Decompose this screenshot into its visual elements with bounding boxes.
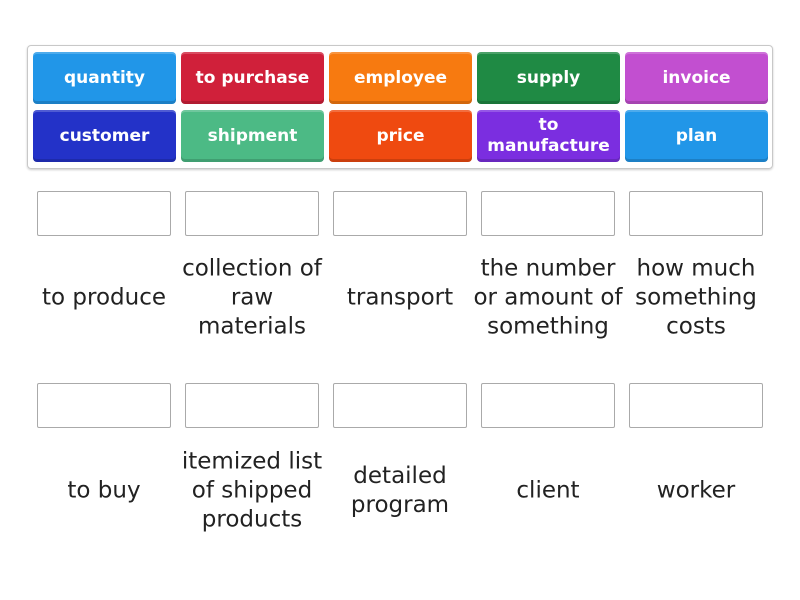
definition-label: collection of raw materials (182, 255, 322, 340)
drop-box[interactable] (37, 383, 171, 428)
word-tile[interactable]: shipment (181, 110, 324, 162)
word-tile[interactable]: price (329, 110, 472, 162)
definition-label: client (516, 477, 580, 504)
definition-label: worker (656, 477, 736, 504)
definition-label: the number or amount of something (473, 255, 623, 340)
drop-box[interactable] (37, 191, 171, 236)
word-bank (27, 45, 773, 169)
word-tile[interactable]: employee (329, 52, 472, 104)
word-tile[interactable]: supply (477, 52, 620, 104)
drop-box[interactable] (333, 383, 467, 428)
definition-label: to buy (67, 477, 141, 504)
definition-label: detailed program (350, 463, 450, 518)
drop-box[interactable] (185, 383, 319, 428)
definition-label: to produce (42, 284, 166, 311)
word-tile[interactable]: to manufacture (477, 110, 620, 162)
drop-box[interactable] (185, 191, 319, 236)
drop-box[interactable] (481, 191, 615, 236)
drop-box[interactable] (629, 383, 763, 428)
word-tile[interactable]: quantity (33, 52, 176, 104)
word-tile[interactable]: plan (625, 110, 768, 162)
word-tile[interactable]: invoice (625, 52, 768, 104)
word-tile[interactable]: to purchase (181, 52, 324, 104)
drop-box[interactable] (333, 191, 467, 236)
definition-label: transport (346, 284, 454, 311)
word-tile[interactable]: customer (33, 110, 176, 162)
drop-box[interactable] (629, 191, 763, 236)
drop-box[interactable] (481, 383, 615, 428)
definition-label: how much something costs (635, 255, 757, 340)
definition-label: itemized list of shipped products (181, 448, 323, 533)
